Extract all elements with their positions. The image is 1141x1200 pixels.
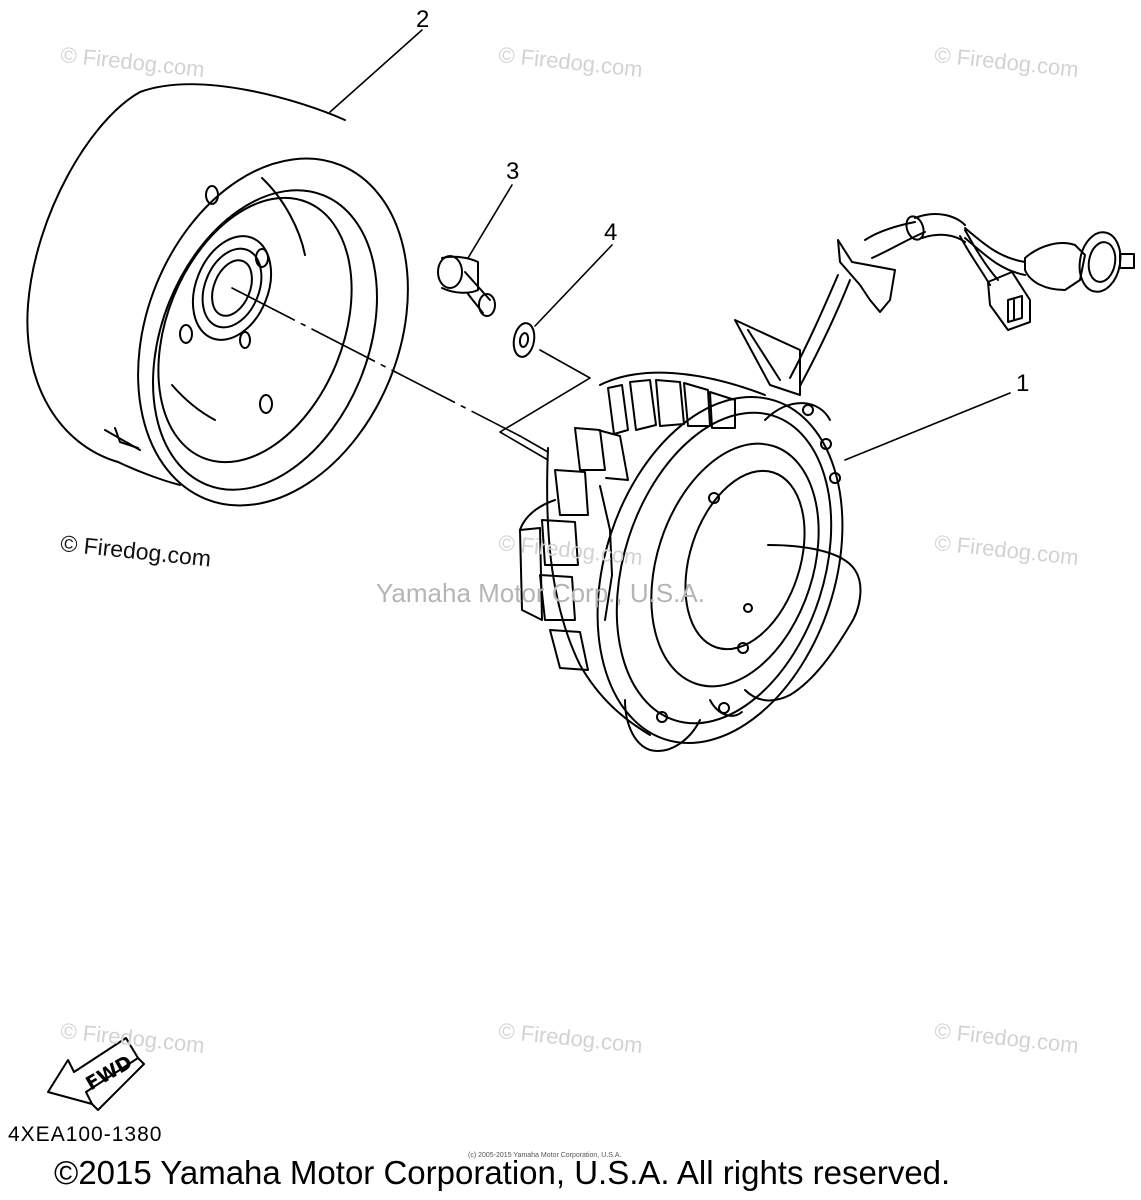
leader-lines — [231, 29, 1011, 461]
callout-3: 3 — [506, 158, 520, 185]
stator-assembly — [519, 213, 1135, 752]
callout-1: 1 — [1016, 370, 1030, 397]
diagram-code: 4XEA100-1380 — [8, 1123, 163, 1146]
footer-copyright: ©2015 Yamaha Motor Corporation, U.S.A. A… — [54, 1154, 951, 1191]
washer — [512, 322, 536, 358]
flywheel-rotor — [26, 83, 409, 507]
yamaha-center-watermark: Yamaha Motor Corp., U.S.A. — [376, 578, 705, 608]
callout-2: 2 — [416, 6, 430, 33]
fwd-label: FWD — [82, 1051, 136, 1095]
tiny-copyright: (c) 2005-2015 Yamaha Motor Corporation, … — [468, 1152, 622, 1159]
callout-4: 4 — [604, 219, 618, 246]
bolt — [437, 255, 496, 317]
